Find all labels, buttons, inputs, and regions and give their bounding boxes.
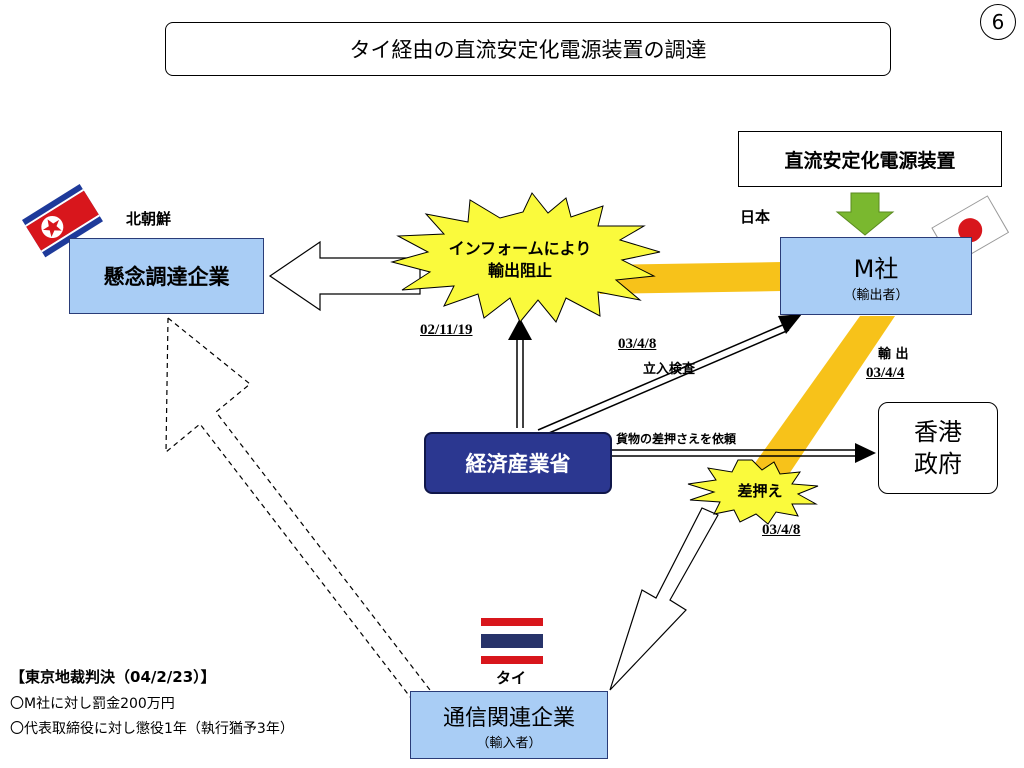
page-number: 6 bbox=[980, 4, 1016, 40]
inform-block-line2: 輸出阻止 bbox=[487, 261, 552, 280]
telecom-company-role: （輸入者） bbox=[476, 735, 542, 751]
m-company-role: （輸出者） bbox=[843, 288, 909, 303]
verdict-heading: 【東京地裁判決（04/2/23）】 bbox=[10, 668, 216, 686]
m-company: M社 （輸出者） bbox=[780, 237, 972, 315]
concern-procurement-company: 懸念調達企業 bbox=[69, 238, 264, 314]
product-box: 直流安定化電源装置 bbox=[738, 131, 1002, 187]
telecom-company-label: 通信関連企業 bbox=[442, 705, 575, 731]
meti-node: 経済産業省 bbox=[424, 432, 612, 494]
export-attempt-band bbox=[600, 262, 782, 294]
north-korea-flag-icon bbox=[22, 183, 103, 258]
inform-burst bbox=[390, 192, 661, 323]
hong-kong-government: 香港 政府 bbox=[878, 402, 998, 494]
supply-arrow bbox=[835, 192, 895, 236]
inspection-arrow bbox=[537, 314, 802, 437]
inform-date: 02/11/19 bbox=[420, 322, 473, 338]
meti-label: 経済産業省 bbox=[465, 452, 571, 476]
export-date: 03/4/4 bbox=[866, 365, 905, 381]
thailand-flag-icon bbox=[481, 618, 543, 664]
request-arrow bbox=[612, 443, 876, 463]
thailand-label: タイ bbox=[496, 669, 527, 687]
hk-line1: 香港 bbox=[914, 418, 962, 446]
shipment-arrow bbox=[609, 507, 719, 691]
verdict-line1: 〇M社に対し罰金200万円 bbox=[10, 696, 175, 712]
inform-block-label: インフォームにより 輸出阻止 bbox=[440, 238, 600, 282]
japan-label: 日本 bbox=[740, 208, 771, 226]
inform-block-line1: インフォームにより bbox=[448, 239, 592, 258]
diversion-arrow bbox=[165, 316, 431, 703]
telecom-company: 通信関連企業 （輸入者） bbox=[410, 691, 608, 759]
export-route-band bbox=[750, 316, 895, 480]
page-title: タイ経由の直流安定化電源装置の調達 bbox=[165, 22, 891, 76]
product-label: 直流安定化電源装置 bbox=[784, 149, 956, 172]
verdict-line2: 〇代表取締役に対し懲役1年（執行猶予3年） bbox=[10, 721, 294, 737]
intended-export-arrow bbox=[268, 240, 421, 312]
concern-company-label: 懸念調達企業 bbox=[103, 265, 230, 289]
north-korea-label: 北朝鮮 bbox=[126, 210, 172, 228]
seizure-label: 差押え bbox=[737, 482, 783, 500]
hk-line2: 政府 bbox=[914, 450, 962, 478]
seizure-date: 03/4/8 bbox=[762, 522, 801, 538]
seizure-burst bbox=[687, 459, 819, 525]
seizure-request-label: 貨物の差押さえを依頼 bbox=[616, 432, 737, 446]
export-label: 輸 出 bbox=[878, 347, 909, 362]
meti-inform-arrow bbox=[508, 318, 532, 428]
inspection-date: 03/4/8 bbox=[618, 336, 657, 352]
m-company-label: M社 bbox=[853, 255, 899, 283]
inspection-label: 立入検査 bbox=[643, 362, 696, 377]
